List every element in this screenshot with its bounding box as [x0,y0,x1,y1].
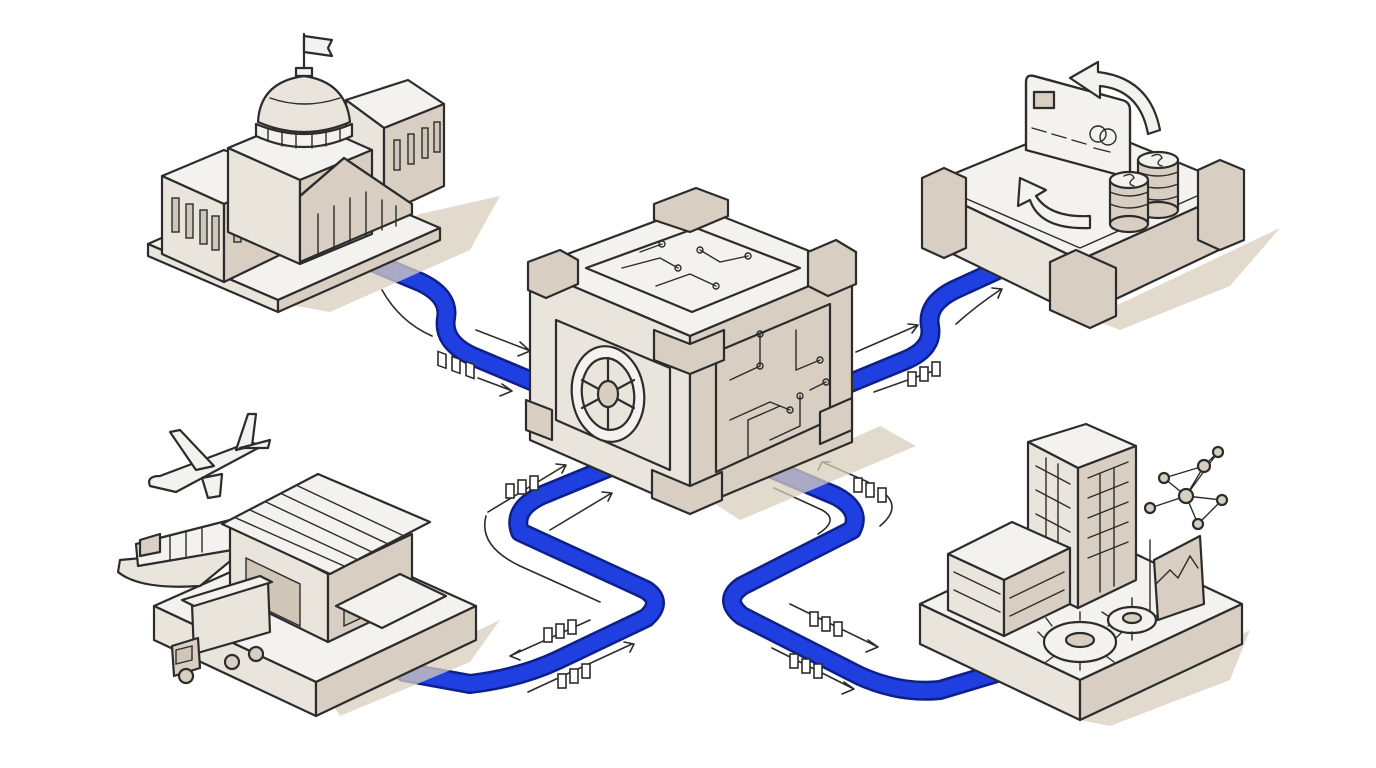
vault-circuit-cube-icon [524,186,916,520]
flow-arrow [484,515,601,603]
card-and-coins-icon [920,60,1280,330]
flow-arrow [381,289,433,337]
pipe-government-hub [362,252,558,398]
pipe-logistics-hub [394,458,665,694]
flow-arrow [773,487,831,535]
flow-arrow [771,647,855,695]
pipes [362,252,1012,701]
flow-indicators [381,287,1003,695]
flow-arrow [855,323,919,353]
data-packets [437,350,475,380]
gear-icon [1101,597,1163,641]
data-packets [789,477,887,679]
coin-stack [1108,150,1180,234]
flow-arrow [955,287,1003,325]
capitol-building-icon [146,32,500,314]
data-packets [505,475,591,689]
flow-arrow [549,491,613,531]
warehouse-plane-ship-truck-icon [116,412,500,718]
network-graph-icon [1143,445,1229,531]
flow-arrow [477,377,513,397]
flow-arrow [527,641,635,693]
data-packets [907,361,941,387]
office-buildings-gears-network-icon [918,422,1250,726]
pipe-payments-hub [828,258,1012,398]
pipe-enterprise-hub [722,458,1010,701]
flow-arrow [789,603,879,653]
